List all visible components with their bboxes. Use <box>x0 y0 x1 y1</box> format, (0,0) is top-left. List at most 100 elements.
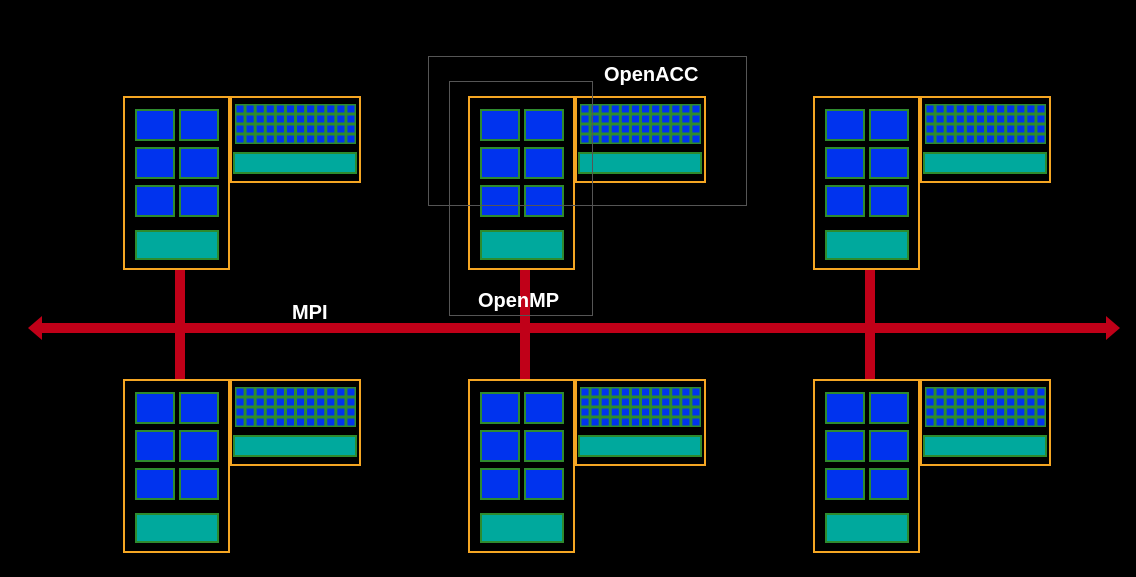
gpu-core <box>337 398 345 406</box>
cpu-core <box>524 147 564 179</box>
gpu-core <box>297 408 305 416</box>
gpu-core <box>581 388 589 396</box>
gpu-core <box>601 388 609 396</box>
gpu-core <box>926 388 934 396</box>
gpu-core <box>997 418 1005 426</box>
gpu-core <box>317 418 325 426</box>
cpu-core <box>524 468 564 500</box>
gpu-core <box>1017 125 1025 133</box>
node-bus-connector <box>865 333 875 379</box>
gpu-core <box>347 115 355 123</box>
gpu-core <box>1037 418 1045 426</box>
gpu-core <box>601 418 609 426</box>
gpu-core <box>946 398 954 406</box>
gpu-core <box>297 398 305 406</box>
gpu-core <box>976 125 984 133</box>
gpu-core <box>347 398 355 406</box>
openacc-scope-box <box>428 56 747 206</box>
gpu-core <box>662 135 670 143</box>
gpu-core <box>976 398 984 406</box>
gpu-core <box>236 125 244 133</box>
gpu-core <box>642 125 650 133</box>
gpu-core <box>956 105 964 113</box>
gpu-core <box>611 388 619 396</box>
gpu-core <box>246 388 254 396</box>
gpu-core <box>956 388 964 396</box>
gpu-core <box>611 408 619 416</box>
compute-node-top-right <box>813 96 1051 270</box>
cpu-core <box>480 430 520 462</box>
gpu-core <box>266 135 274 143</box>
gpu-core <box>297 135 305 143</box>
gpu-core <box>327 398 335 406</box>
cpu-memory <box>480 513 564 543</box>
gpu-core <box>672 115 680 123</box>
gpu-core <box>236 398 244 406</box>
cpu-box <box>468 96 575 270</box>
gpu-core <box>987 115 995 123</box>
gpu-core <box>307 105 315 113</box>
gpu-core <box>327 115 335 123</box>
gpu-core <box>246 408 254 416</box>
gpu-core <box>246 115 254 123</box>
gpu-core <box>1037 125 1045 133</box>
compute-node-top-left <box>123 96 361 270</box>
gpu-core <box>946 125 954 133</box>
gpu-core <box>276 125 284 133</box>
gpu-core <box>631 115 639 123</box>
gpu-core <box>682 105 690 113</box>
gpu-core <box>956 418 964 426</box>
gpu-core <box>256 418 264 426</box>
gpu-core <box>1007 105 1015 113</box>
cpu-memory <box>135 513 219 543</box>
gpu-core <box>976 418 984 426</box>
gpu-core <box>682 388 690 396</box>
gpu-core <box>591 398 599 406</box>
gpu-core <box>307 125 315 133</box>
cpu-core <box>825 109 865 141</box>
gpu-core <box>337 408 345 416</box>
gpu-core <box>286 398 294 406</box>
gpu-core <box>1017 388 1025 396</box>
cpu-memory <box>825 513 909 543</box>
gpu-core <box>662 125 670 133</box>
gpu-core <box>286 135 294 143</box>
gpu-core <box>337 125 345 133</box>
mpi-bus <box>28 316 1120 340</box>
scope-highlights <box>428 56 747 316</box>
gpu-core <box>662 388 670 396</box>
gpu-core <box>611 125 619 133</box>
gpu-core <box>266 115 274 123</box>
gpu-core <box>1017 135 1025 143</box>
gpu-core <box>926 105 934 113</box>
gpu-core <box>692 418 700 426</box>
gpu-box <box>230 379 361 466</box>
cpu-core <box>825 147 865 179</box>
gpu-core <box>966 125 974 133</box>
gpu-core <box>652 388 660 396</box>
gpu-core <box>936 398 944 406</box>
gpu-core <box>1017 115 1025 123</box>
gpu-memory <box>233 152 357 174</box>
gpu-memory <box>923 152 1047 174</box>
gpu-core <box>621 408 629 416</box>
gpu-core <box>652 105 660 113</box>
gpu-core <box>966 115 974 123</box>
gpu-core <box>621 125 629 133</box>
gpu-core <box>987 388 995 396</box>
gpu-core <box>307 115 315 123</box>
gpu-core <box>1007 115 1015 123</box>
gpu-core <box>682 408 690 416</box>
gpu-box <box>920 379 1051 466</box>
gpu-core <box>601 408 609 416</box>
gpu-core <box>1007 388 1015 396</box>
gpu-core <box>976 115 984 123</box>
gpu-core <box>621 115 629 123</box>
gpu-core <box>317 105 325 113</box>
gpu-core <box>1027 135 1035 143</box>
gpu-core <box>966 105 974 113</box>
gpu-core <box>926 135 934 143</box>
gpu-core <box>1007 398 1015 406</box>
gpu-core <box>337 418 345 426</box>
gpu-core <box>956 135 964 143</box>
